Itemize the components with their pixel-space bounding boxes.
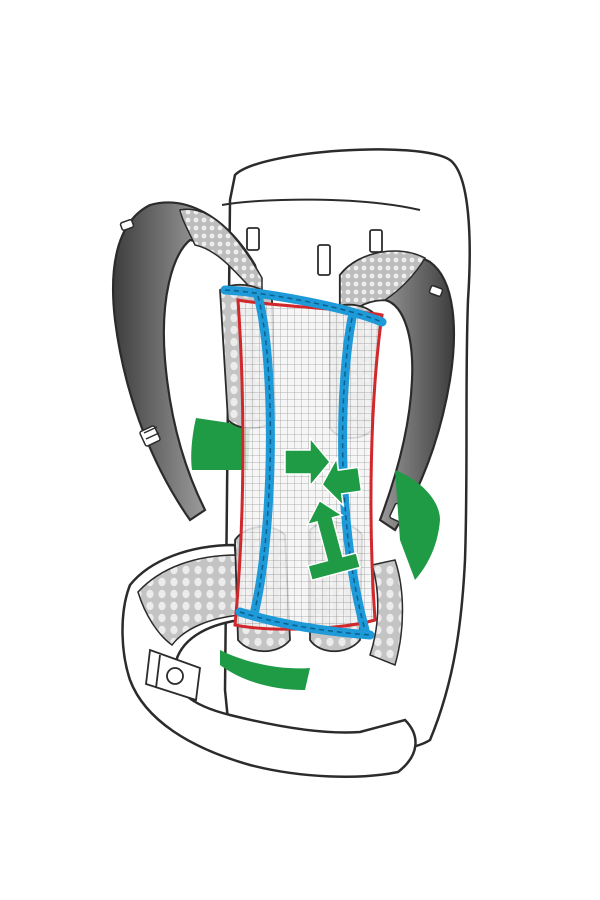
left-strap-buckle-icon bbox=[119, 219, 135, 231]
hip-buckle-icon bbox=[145, 648, 201, 702]
left-strap-padding bbox=[179, 208, 263, 302]
lid-buckle-icon bbox=[246, 227, 383, 276]
left-strap-ladder-icon bbox=[139, 425, 161, 447]
right-shoulder-strap bbox=[338, 250, 456, 532]
airflow-arrows-rear bbox=[191, 418, 440, 690]
hip-belt-padding-left bbox=[137, 554, 241, 647]
right-strap-buckle-icon bbox=[428, 285, 444, 297]
hip-belt-padding-right bbox=[369, 559, 404, 667]
pack-lid-seam bbox=[221, 198, 421, 211]
blue-frame-stitching bbox=[224, 289, 383, 636]
airflow-arrow-icon bbox=[284, 435, 363, 582]
